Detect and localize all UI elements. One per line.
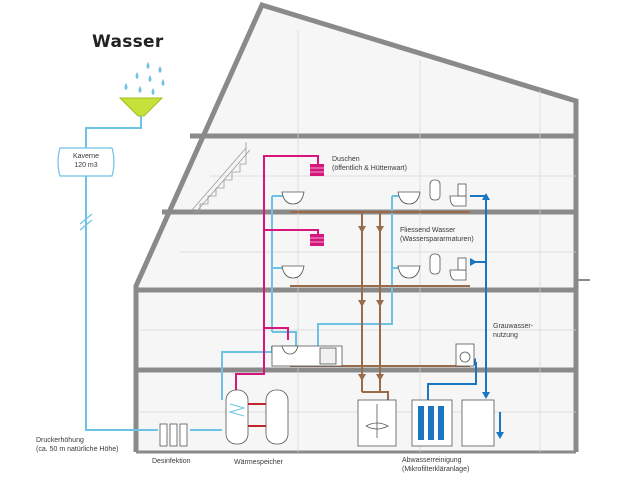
fresh-water-lines	[85, 116, 404, 431]
funnel-icon	[118, 97, 164, 117]
flow-arrows	[358, 226, 384, 381]
uv-unit-icon	[169, 423, 178, 447]
duschen-label: Duschen (öffentlich & Hüttenwart)	[332, 155, 407, 173]
arrow-down-icon	[376, 374, 384, 381]
fliessend-label-line2: (Wasserspararmaturen)	[400, 236, 474, 243]
arrow-up-icon	[482, 193, 490, 200]
rain-drops	[124, 62, 165, 95]
abwasser-units	[357, 399, 495, 447]
rain-drop	[124, 83, 128, 90]
rain-drop	[158, 66, 162, 73]
abwasser-label-line1: Abwasserreinigung	[402, 457, 462, 464]
druck-label-line1: Druckerhöhung	[36, 437, 84, 444]
druck-label-line2: (ca. 50 m natürliche Höhe)	[36, 446, 119, 453]
waermespeicher-tanks	[225, 389, 289, 445]
pipe-break-icon	[79, 213, 93, 231]
arrow-right-icon	[470, 258, 477, 266]
sink-icon	[397, 191, 421, 205]
urinal-icon	[429, 179, 441, 201]
toilet-icon	[449, 269, 467, 281]
sink-icon	[281, 265, 305, 279]
kaverne-label-line1: Kaverne	[72, 153, 100, 160]
uv-unit-icon	[159, 423, 168, 447]
duschen-label-line1: Duschen	[332, 156, 360, 163]
grauwasser-label-line2: nutzung	[493, 332, 518, 339]
storage-tank-icon	[225, 389, 249, 445]
kaverne-tank	[57, 147, 115, 177]
abwasser-label-line2: (Mikrofilterkläranlage)	[402, 466, 470, 473]
fixtures-floor-3	[281, 179, 467, 207]
building	[133, 1, 590, 454]
urinal-icon	[429, 253, 441, 275]
abwasserreinigung-label: Abwasserreinigung (Mikrofilterkläranlage…	[402, 456, 469, 474]
druckerhoehung-label: Druckerhöhung (ca. 50 m natürliche Höhe)	[36, 436, 118, 454]
rain-drop	[161, 79, 165, 86]
duschen-label-line2: (öffentlich & Hüttenwart)	[332, 165, 407, 172]
rain-drop	[148, 75, 152, 82]
desinfektion-units	[159, 423, 188, 447]
arrow-down-icon	[376, 300, 384, 307]
washing-machine-icon	[455, 343, 475, 367]
page-title: Wasser	[92, 32, 164, 52]
desinfektion-label: Desinfektion	[152, 458, 191, 465]
fliessend-wasser-label: Fliessend Wasser (Wasserspararmaturen)	[400, 226, 474, 244]
arrow-down-icon	[496, 432, 504, 439]
kaverne-label: Kaverne 120 m3	[61, 152, 111, 170]
waermespeicher-label: Wärmespeicher	[234, 459, 284, 466]
arrow-down-icon	[358, 226, 366, 233]
rain-drop	[151, 88, 155, 95]
staircase	[191, 142, 251, 213]
arrow-down-icon	[376, 226, 384, 233]
rain-drop	[146, 62, 150, 69]
building-outline	[133, 1, 579, 452]
clear-water-tank-icon	[461, 399, 495, 447]
storage-tank-icon	[265, 389, 289, 445]
sink-icon	[281, 345, 299, 355]
sink-icon	[397, 265, 421, 279]
toilet-icon	[449, 195, 467, 207]
heater-icon	[310, 164, 324, 246]
fixtures-floor-2	[281, 253, 467, 281]
fliessend-label-line1: Fliessend Wasser	[400, 227, 456, 234]
rain-drop	[135, 72, 139, 79]
grauwasser-label-line1: Grauwasser-	[493, 323, 534, 330]
kitchen	[271, 345, 343, 367]
arrow-down-icon	[358, 374, 366, 381]
kaverne-label-line2: 120 m3	[74, 162, 98, 169]
arrow-down-icon	[358, 300, 366, 307]
uv-unit-icon	[179, 423, 188, 447]
grauwasser-label: Grauwasser- nutzung	[493, 322, 533, 340]
arrow-down-icon	[482, 392, 490, 399]
rain-drop	[138, 86, 142, 93]
sink-icon	[281, 191, 305, 205]
